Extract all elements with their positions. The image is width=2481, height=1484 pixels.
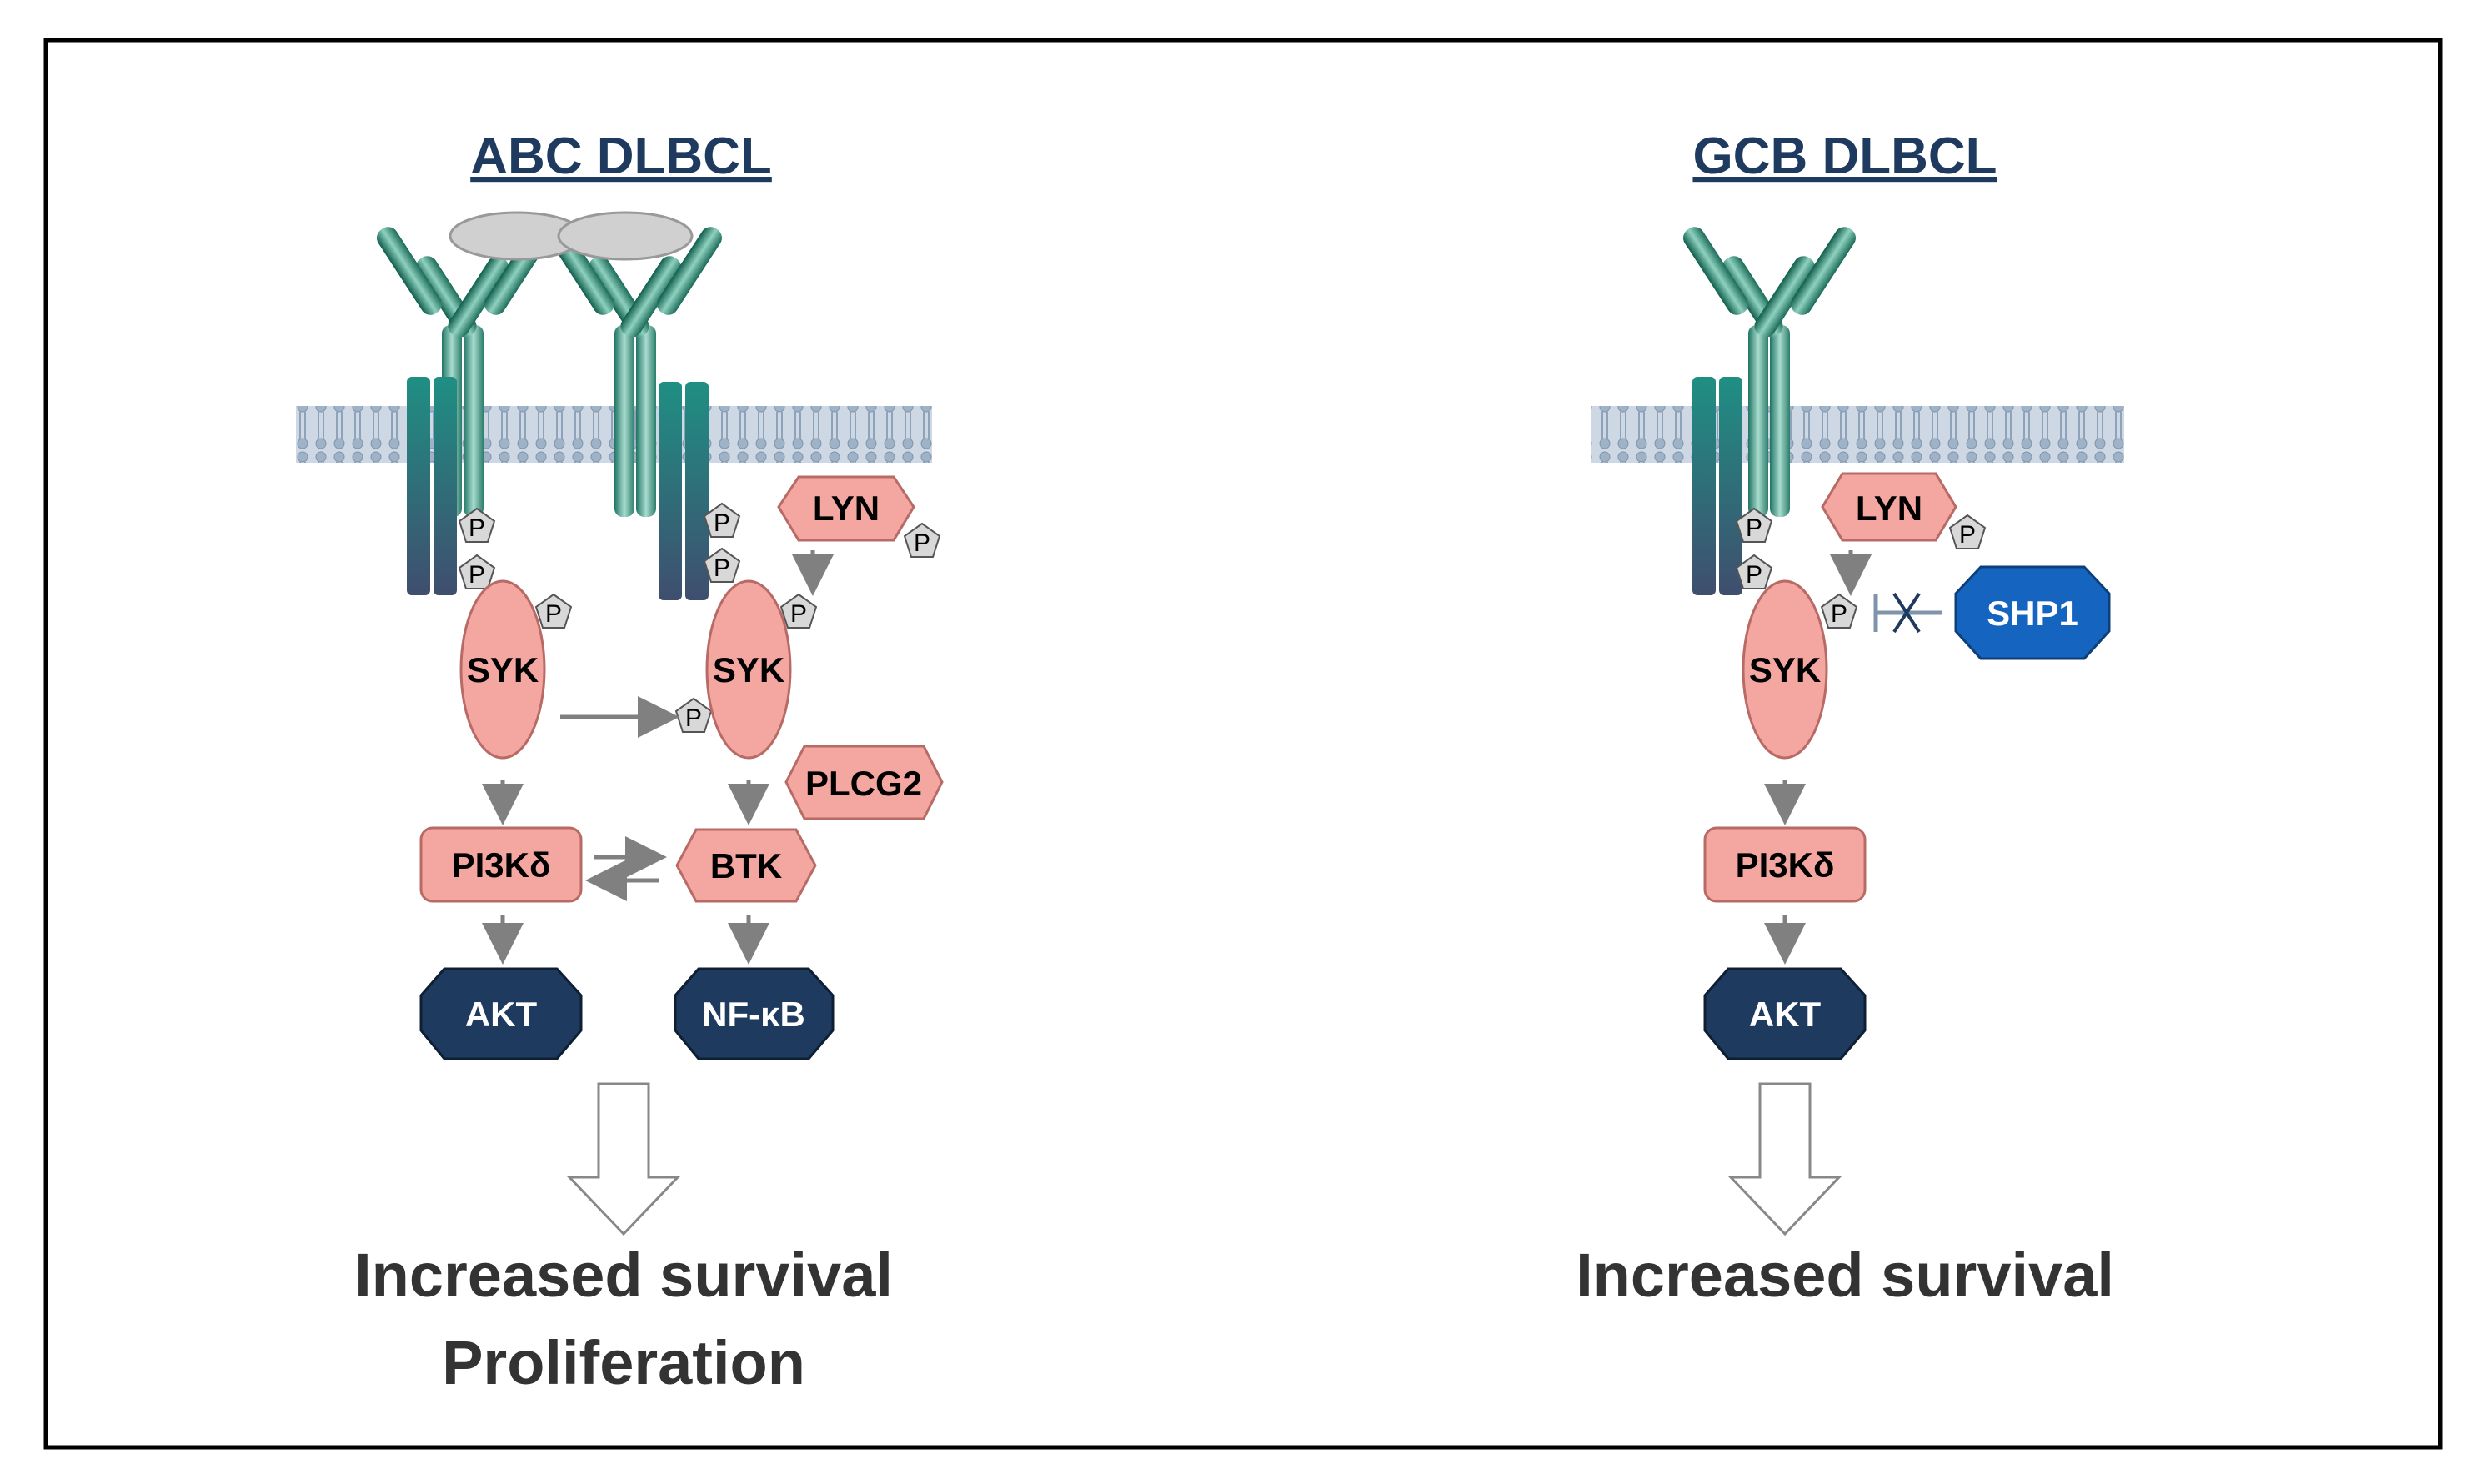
abc-nfkb-node: NF-κB [674, 967, 835, 1060]
svg-text:P: P [1831, 600, 1847, 628]
phospho-icon: P [458, 554, 496, 589]
figure-border [43, 38, 2443, 1450]
phospho-icon: P [779, 593, 818, 629]
svg-text:LYN: LYN [813, 489, 880, 528]
gcb-membrane [1591, 406, 2124, 463]
shp1-block-x [1892, 592, 1921, 634]
abc-akt-node: AKT [419, 967, 583, 1060]
svg-text:PLCG2: PLCG2 [805, 764, 922, 803]
abc-itam-left-b [434, 377, 457, 595]
gcb-pi3k-node: PI3Kδ [1703, 826, 1867, 903]
abc-itam-right-b [685, 382, 709, 600]
abc-outcome-line2: Proliferation [442, 1328, 805, 1397]
abc-outcome-arrow [566, 1082, 681, 1236]
abc-bcr-right [549, 227, 722, 517]
svg-text:P: P [714, 554, 730, 582]
abc-itam-left-a [407, 377, 430, 595]
abc-lyn-node: LYN [777, 475, 915, 542]
svg-text:P: P [914, 529, 930, 557]
abc-syk-right-node: SYK [705, 579, 792, 760]
gcb-itam-b [1719, 377, 1742, 595]
gcb-bcr [1683, 227, 1856, 517]
abc-membrane [296, 406, 932, 463]
gcb-panel: GCB DLBCL P P P P [1576, 128, 2124, 1310]
svg-text:SYK: SYK [1749, 650, 1821, 689]
svg-text:PI3Kδ: PI3Kδ [452, 845, 551, 885]
svg-text:P: P [469, 514, 485, 542]
svg-text:P: P [469, 561, 485, 589]
phospho-icon: P [1820, 593, 1858, 629]
phospho-icon: P [534, 593, 573, 629]
gcb-akt-node: AKT [1703, 967, 1867, 1060]
svg-text:P: P [714, 509, 730, 537]
phospho-icon: P [903, 522, 941, 558]
gcb-shp1-node: SHP1 [1954, 565, 2111, 660]
gcb-syk-node: SYK [1742, 579, 1828, 760]
abc-btk-node: BTK [675, 828, 817, 903]
phospho-icon: P [1948, 514, 1987, 549]
svg-text:SYK: SYK [467, 650, 539, 689]
svg-text:P: P [1959, 521, 1976, 549]
phospho-icon: P [703, 547, 741, 583]
svg-text:PI3Kδ: PI3Kδ [1736, 845, 1835, 885]
abc-outcome-line1: Increased survival [354, 1241, 893, 1310]
svg-text:SYK: SYK [713, 650, 784, 689]
svg-text:AKT: AKT [465, 995, 538, 1034]
svg-text:P: P [1746, 514, 1762, 542]
abc-plcg2-node: PLCG2 [784, 745, 944, 820]
abc-antigen-right [557, 211, 694, 261]
gcb-title: GCB DLBCL [1692, 128, 1997, 185]
svg-text:P: P [685, 704, 702, 732]
phospho-icon: P [1735, 507, 1773, 543]
svg-text:P: P [545, 600, 562, 628]
svg-text:LYN: LYN [1856, 489, 1922, 528]
svg-text:P: P [790, 600, 807, 628]
gcb-outcome-arrow [1727, 1082, 1842, 1236]
phospho-icon: P [1735, 554, 1773, 589]
svg-text:AKT: AKT [1749, 995, 1822, 1034]
abc-pi3k-node: PI3Kδ [419, 826, 583, 903]
svg-text:NF-κB: NF-κB [702, 995, 805, 1034]
phospho-icon: P [458, 507, 496, 543]
abc-itam-right-a [659, 382, 682, 600]
abc-title: ABC DLBCL [470, 128, 772, 185]
abc-syk-left-node: SYK [459, 579, 546, 760]
gcb-lyn-node: LYN [1821, 472, 1957, 542]
gcb-outcome-line1: Increased survival [1576, 1241, 2114, 1310]
phospho-icon: P [703, 502, 741, 538]
abc-bcr-left [377, 227, 549, 517]
svg-text:BTK: BTK [710, 846, 782, 885]
svg-text:SHP1: SHP1 [1987, 594, 2078, 633]
gcb-itam-a [1692, 377, 1716, 595]
abc-panel: ABC DLBCL [296, 128, 944, 1397]
phospho-icon: P [674, 697, 713, 733]
svg-text:P: P [1746, 561, 1762, 589]
